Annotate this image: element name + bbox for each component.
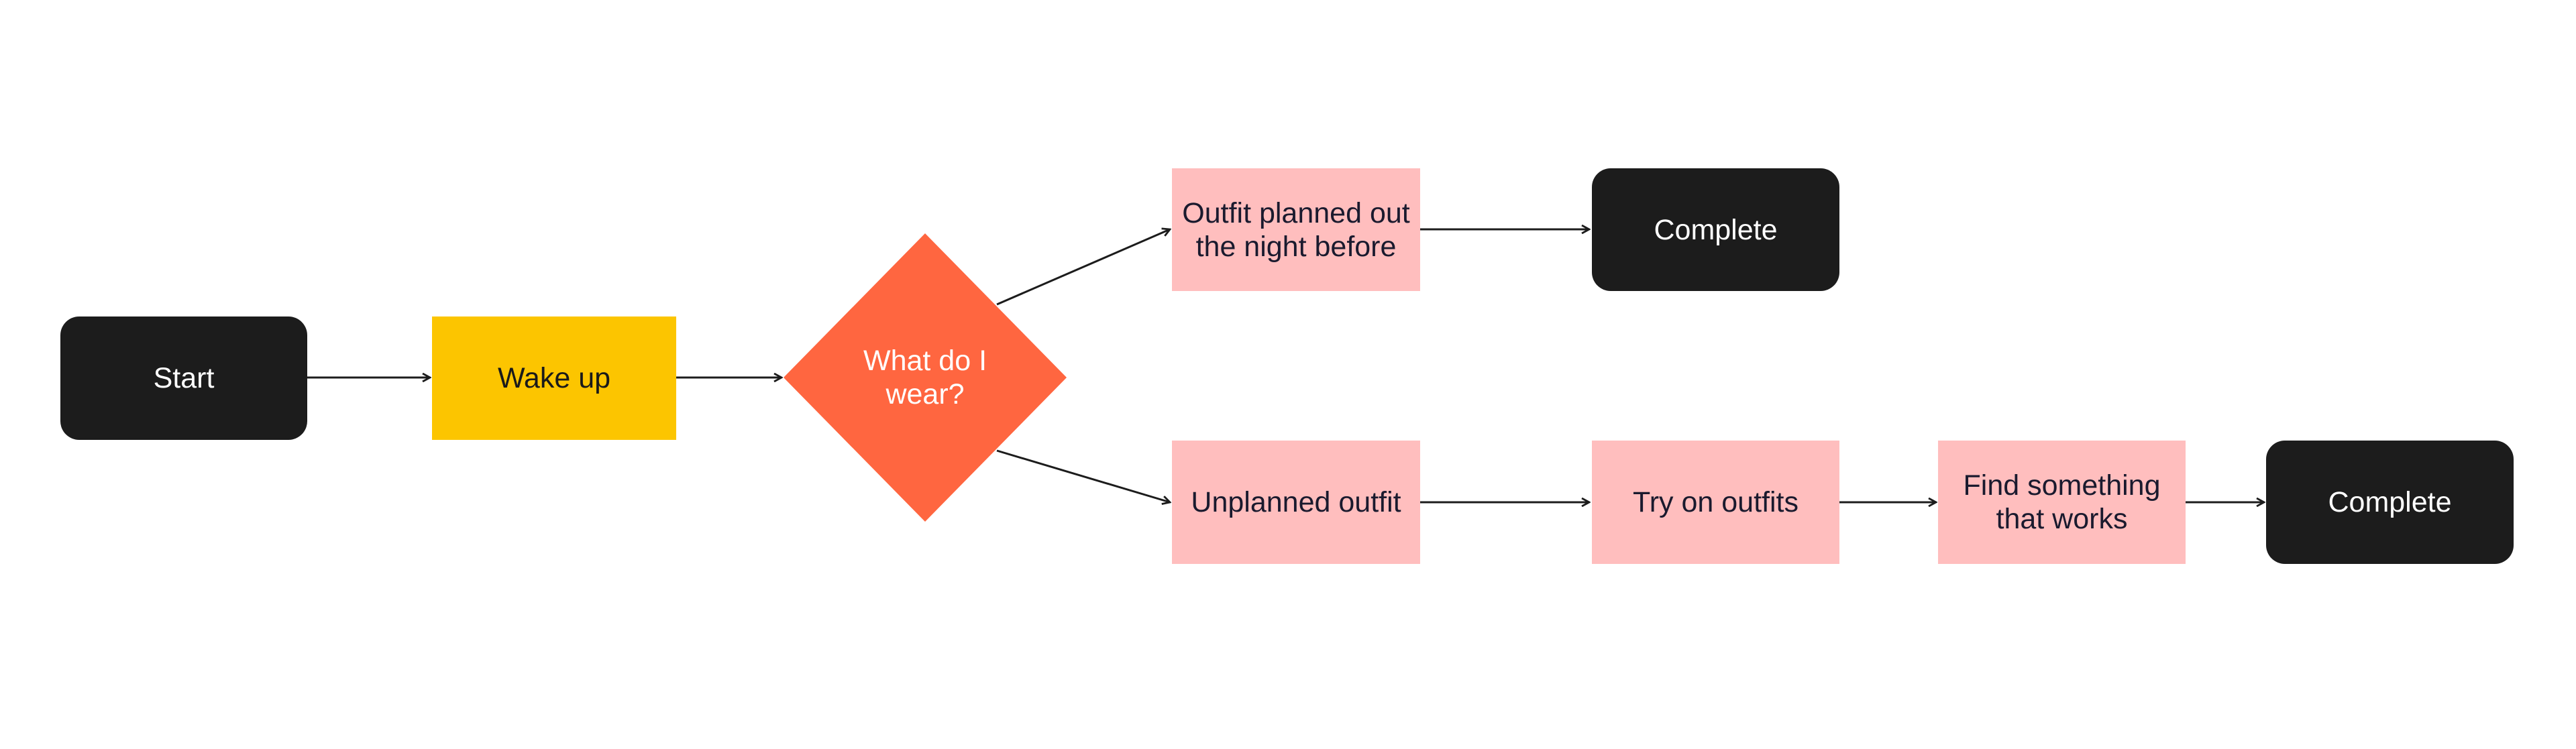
complete-bottom-node: Complete <box>2266 441 2514 564</box>
planned-outfit-node: Outfit planned out the night before <box>1172 168 1420 291</box>
complete-top-node: Complete <box>1592 168 1839 291</box>
find-something-node: Find something that works <box>1938 441 2186 564</box>
unplanned-outfit-node: Unplanned outfit <box>1172 441 1420 564</box>
try-on-outfits-node: Try on outfits <box>1592 441 1839 564</box>
edge-decision-to-unplanned <box>996 449 1170 502</box>
decision-diamond-shape <box>784 233 1067 522</box>
decision-node-label: What do I wear? <box>863 345 987 410</box>
start-node: Start <box>60 316 307 440</box>
wake-up-node: Wake up <box>432 316 676 440</box>
edge-decision-to-planned <box>996 229 1170 306</box>
